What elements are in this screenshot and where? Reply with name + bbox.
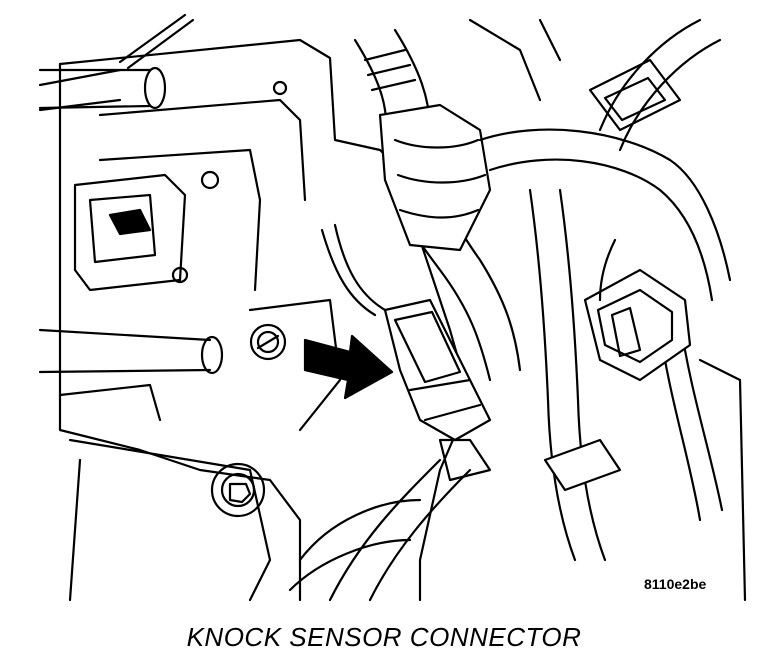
- figure-caption: KNOCK SENSOR CONNECTOR: [186, 622, 582, 652]
- pointer-arrow: [303, 334, 394, 400]
- knock-sensor-connector: [320, 223, 492, 482]
- figure-code: 8110e2be: [644, 576, 707, 592]
- wiring-harness-lower: [288, 458, 472, 602]
- coolant-tube: [38, 13, 195, 110]
- top-bracket: [468, 18, 747, 602]
- bolt-lower: [210, 462, 266, 518]
- wiring-harness-main: [353, 28, 522, 382]
- right-connector: [583, 238, 692, 382]
- bolt-upper: [249, 323, 287, 361]
- lower-pipe: [38, 328, 224, 375]
